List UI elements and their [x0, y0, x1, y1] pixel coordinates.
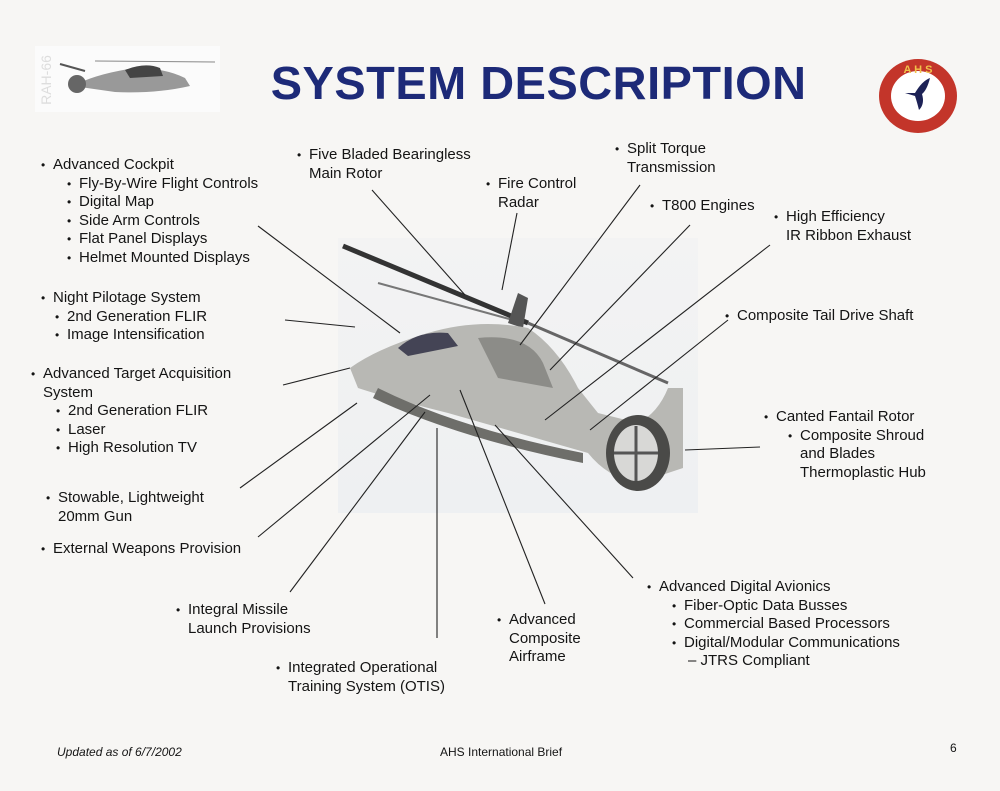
callout-main-rotor: Five Bladed Bearingless Main Rotor: [297, 146, 471, 183]
callout-head: T800 Engines: [650, 197, 755, 216]
thumbnail-helicopter-image: RAH-66: [35, 46, 220, 112]
callout-line: Airframe: [509, 648, 566, 665]
callout-head: Five Bladed Bearingless: [297, 146, 471, 165]
callout-line: and Blades: [800, 445, 876, 462]
callout-head: External Weapons Provision: [41, 540, 241, 559]
callout-otis: Integrated Operational Training System (…: [276, 659, 445, 696]
ahs-logo: A H S: [875, 56, 961, 141]
callout-line: Thermoplastic Hub: [800, 463, 926, 481]
callout-item: Helmet Mounted Displays: [67, 249, 258, 268]
callout-head: Night Pilotage System: [41, 289, 207, 308]
callout-item: 2nd Generation FLIR: [56, 402, 231, 421]
callout-head: Split Torque: [615, 140, 716, 159]
callout-head: Advanced: [497, 611, 581, 630]
callout-transmission: Split Torque Transmission: [615, 140, 716, 177]
callout-head: Stowable, Lightweight: [46, 489, 204, 508]
page-number: 6: [950, 741, 957, 755]
callout-line: Main Rotor: [309, 164, 383, 182]
callout-item: Fly-By-Wire Flight Controls: [67, 175, 258, 194]
callout-item: High Resolution TV: [56, 439, 231, 458]
callout-item: Side Arm Controls: [67, 212, 258, 231]
callout-item: Image Intensification: [55, 326, 207, 345]
callout-head: Composite Tail Drive Shaft: [725, 307, 914, 326]
callout-head: Advanced Target Acquisition: [31, 365, 231, 384]
callout-item: Laser: [56, 421, 231, 440]
callout-line: Transmission: [627, 158, 716, 176]
callout-line: Training System (OTIS): [288, 677, 445, 695]
callout-head: High Efficiency: [774, 208, 911, 227]
callout-item: Digital Map: [67, 193, 258, 212]
callout-head: Canted Fantail Rotor: [764, 408, 926, 427]
callout-line: System: [43, 383, 94, 401]
callout-digital-avionics: Advanced Digital Avionics Fiber-Optic Da…: [647, 578, 900, 671]
callout-fantail-rotor: Canted Fantail Rotor Composite Shroud an…: [764, 408, 926, 482]
callout-note: – JTRS Compliant: [688, 652, 810, 669]
callout-advanced-cockpit: Advanced Cockpit Fly-By-Wire Flight Cont…: [41, 156, 258, 268]
page-title: SYSTEM DESCRIPTION: [270, 57, 807, 109]
callout-line: Radar: [498, 193, 539, 211]
helicopter-photo: [338, 238, 698, 513]
callout-head: Advanced Digital Avionics: [647, 578, 900, 597]
callout-head: Integrated Operational: [276, 659, 445, 678]
callout-20mm-gun: Stowable, Lightweight 20mm Gun: [46, 489, 204, 526]
callout-ir-exhaust: High Efficiency IR Ribbon Exhaust: [774, 208, 912, 245]
footer-updated-date: Updated as of 6/7/2002: [57, 745, 182, 759]
callout-missile-launch: Integral Missile Launch Provisions: [176, 601, 311, 638]
callout-item: 2nd Generation FLIR: [55, 308, 207, 327]
callout-line: Launch Provisions: [188, 619, 311, 637]
callout-target-acquisition: Advanced Target Acquisition System 2nd G…: [31, 365, 231, 458]
callout-tail-drive-shaft: Composite Tail Drive Shaft: [725, 307, 914, 326]
callout-item: Fiber-Optic Data Busses: [672, 597, 900, 616]
callout-external-weapons: External Weapons Provision: [41, 540, 241, 559]
callout-line: Composite: [509, 629, 581, 647]
callout-night-pilotage: Night Pilotage System 2nd Generation FLI…: [41, 289, 207, 345]
callout-line: IR Ribbon Exhaust: [786, 226, 912, 244]
callout-item: Digital/Modular Communications: [672, 634, 900, 653]
svg-text:A H S: A H S: [904, 64, 933, 76]
footer-brief-title: AHS International Brief: [440, 745, 563, 759]
callout-item: Commercial Based Processors: [672, 615, 900, 634]
callout-line: 20mm Gun: [58, 507, 133, 525]
callout-item: Composite Shroud: [788, 427, 926, 446]
callout-fire-control-radar: Fire Control Radar: [486, 175, 576, 212]
callout-head: Fire Control: [486, 175, 576, 194]
callout-composite-airframe: Advanced Composite Airframe: [497, 611, 581, 667]
callout-engines: T800 Engines: [650, 197, 755, 216]
callout-item: Flat Panel Displays: [67, 230, 258, 249]
callout-head: Integral Missile: [176, 601, 311, 620]
callout-head: Advanced Cockpit: [41, 156, 258, 175]
